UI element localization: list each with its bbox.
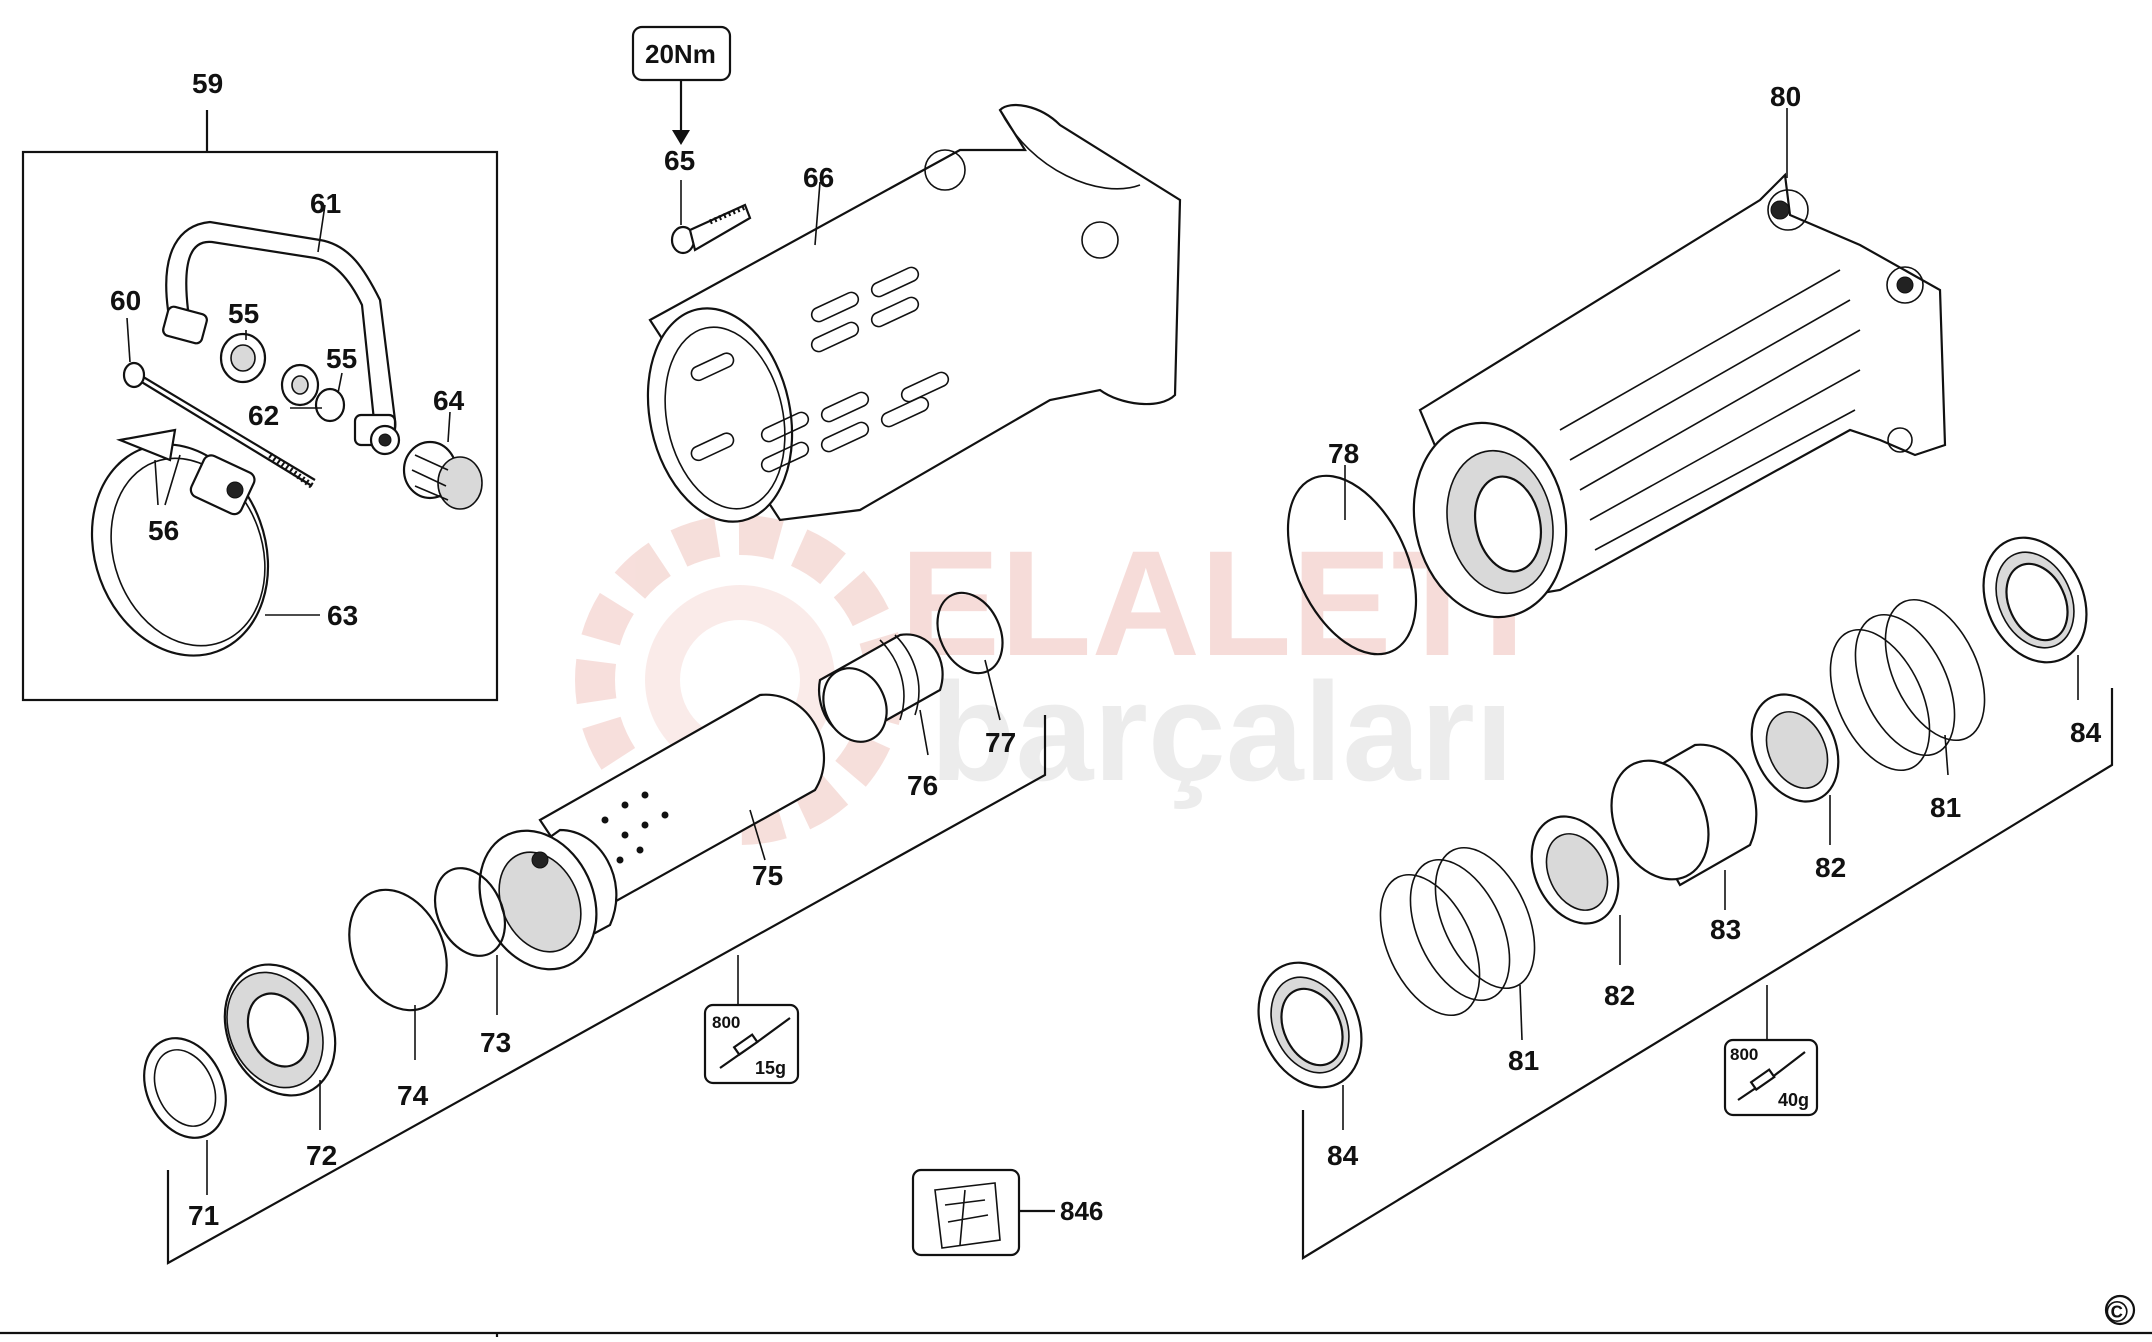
callout-81-top: 81	[1930, 792, 1961, 823]
torque-value: 20Nm	[645, 39, 716, 69]
callout-59: 59	[192, 68, 223, 99]
motor-housing-66	[646, 103, 1182, 523]
callout-75: 75	[752, 860, 783, 891]
spring-81-top	[1829, 598, 1986, 772]
spring-81-bottom	[1379, 846, 1536, 1017]
callout-84-top: 84	[2070, 717, 2102, 748]
callout-65: 65	[664, 145, 695, 176]
callout-61: 61	[310, 188, 341, 219]
callout-56: 56	[148, 515, 179, 546]
callout-60: 60	[110, 285, 141, 316]
grease-gun-icon-right	[1737, 1051, 1806, 1101]
callout-82-top: 82	[1815, 852, 1846, 883]
group-bracket-right	[1301, 688, 2114, 1260]
gear-55-left	[219, 332, 267, 384]
gear-62-pair	[280, 363, 346, 423]
grease-left-temp: 800	[712, 1013, 740, 1032]
ring-82-bottom	[1530, 815, 1620, 925]
bearing-72	[223, 963, 337, 1097]
callout-74: 74	[397, 1080, 429, 1111]
callout-78: 78	[1328, 438, 1359, 469]
callout-62: 62	[248, 400, 279, 431]
washer-71	[143, 1037, 227, 1139]
gear-housing-80	[1412, 172, 1947, 619]
callout-77: 77	[985, 727, 1016, 758]
watermark: ELALETI barçaları	[575, 515, 1525, 845]
copyright-mark: ©	[2106, 1296, 2128, 1329]
o-ring-73	[433, 867, 507, 957]
callout-81-bottom: 81	[1508, 1045, 1539, 1076]
grease-left-amount: 15g	[755, 1058, 786, 1078]
ring-82-top	[1750, 693, 1840, 803]
cap-84-top	[1982, 536, 2088, 664]
callout-63: 63	[327, 600, 358, 631]
group-bracket-left	[166, 715, 1047, 1265]
parts-bag-846: 846	[911, 1168, 1103, 1257]
grease-right-amount: 40g	[1778, 1090, 1809, 1110]
callout-83: 83	[1710, 914, 1741, 945]
callout-71: 71	[188, 1200, 219, 1231]
cap-84-bottom	[1257, 961, 1363, 1089]
handle-assembly-box: 59 61 55 62 55	[21, 68, 499, 702]
callout-66: 66	[803, 162, 834, 193]
callout-84-bottom: 84	[1327, 1140, 1359, 1171]
grease-box-right: 800 40g	[1723, 1038, 1819, 1117]
callout-82-bottom: 82	[1604, 980, 1635, 1011]
grease-gun-icon	[719, 1017, 791, 1069]
watermark-line2: barçaları	[930, 653, 1514, 810]
callout-55-right: 55	[326, 343, 357, 374]
callout-64: 64	[433, 385, 465, 416]
sleeve-83	[1610, 743, 1758, 887]
callout-55-left: 55	[228, 298, 259, 329]
callout-80: 80	[1770, 81, 1801, 112]
o-ring-74	[348, 888, 448, 1012]
cylinder-75	[478, 693, 826, 971]
clamp-band-63	[90, 428, 270, 657]
handle-knob-64	[402, 440, 483, 510]
o-ring-78	[1286, 474, 1418, 656]
grease-right-temp: 800	[1730, 1045, 1758, 1064]
screw-65	[670, 203, 752, 255]
handle-end-fitting	[353, 413, 401, 456]
callout-846: 846	[1060, 1196, 1103, 1226]
bolt-60	[122, 361, 316, 489]
grease-box-left: 800 15g	[703, 1003, 800, 1085]
torque-box: 20Nm	[631, 25, 732, 145]
sleeve-76	[817, 633, 944, 743]
callout-73: 73	[480, 1027, 511, 1058]
callout-72: 72	[306, 1140, 337, 1171]
callout-76: 76	[907, 770, 938, 801]
